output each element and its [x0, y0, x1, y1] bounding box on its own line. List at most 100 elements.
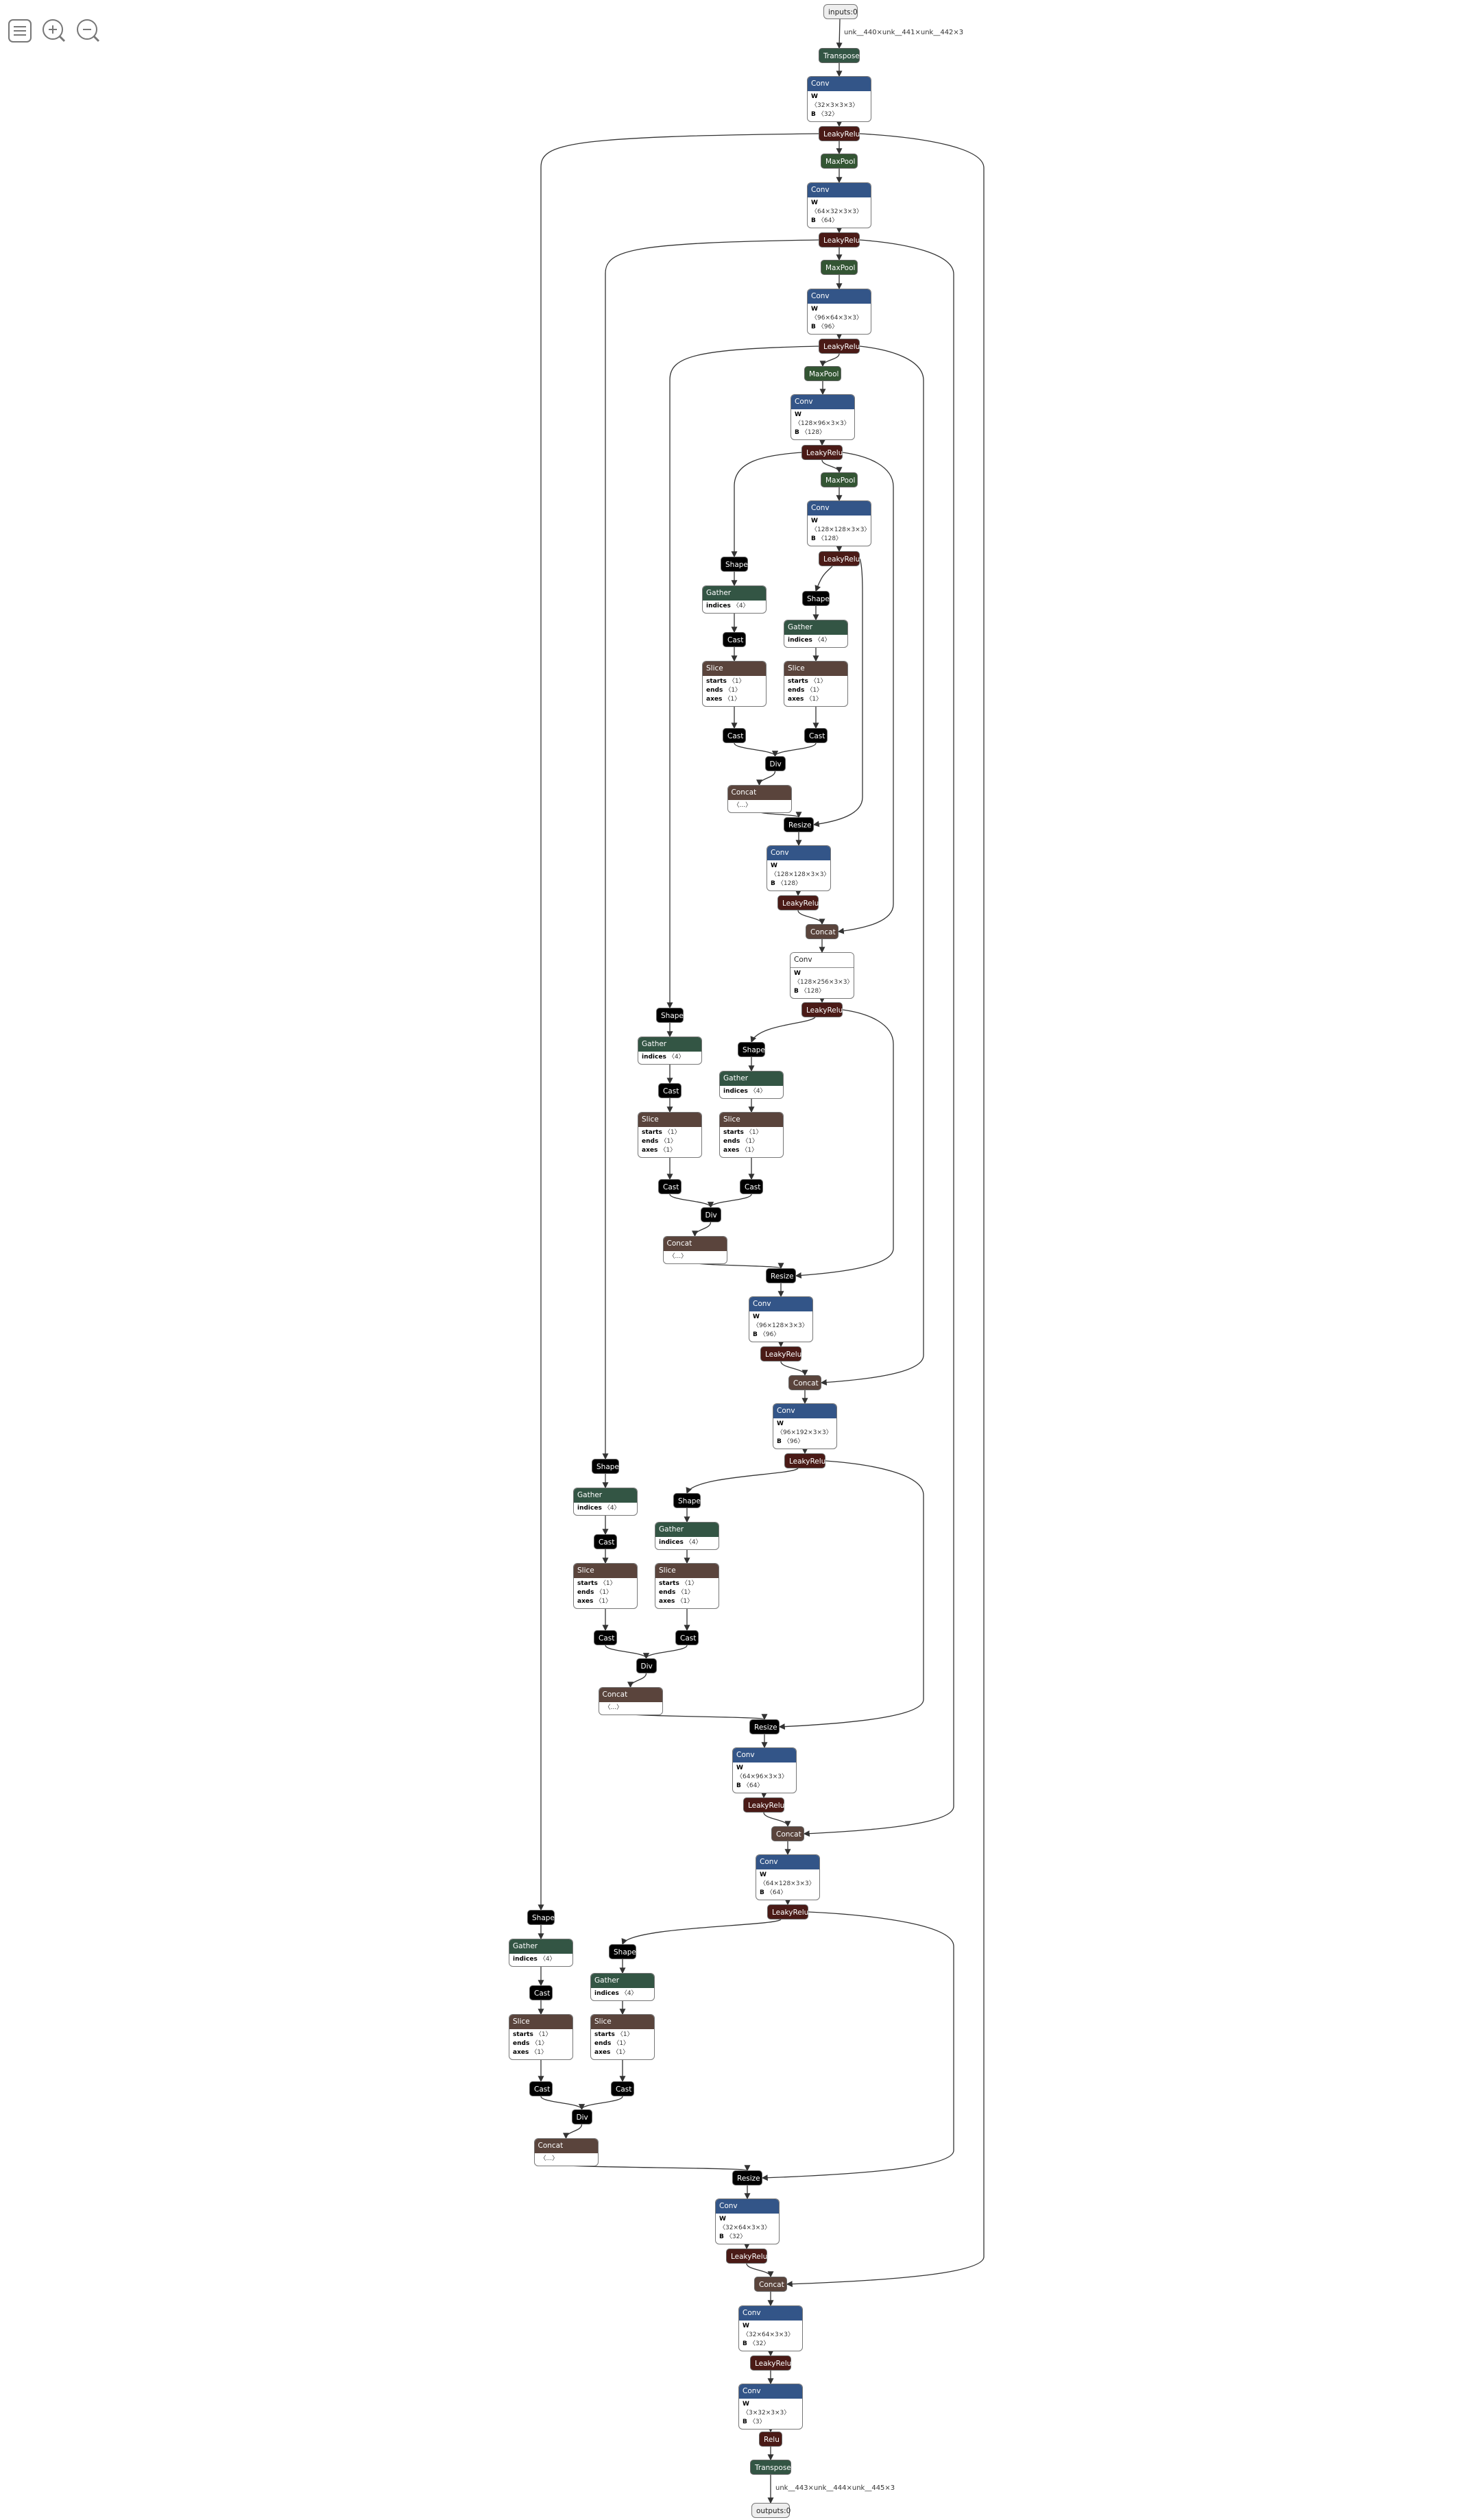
r2_div-node[interactable]: Div: [700, 1207, 721, 1222]
r4_concat-node[interactable]: Concat〈...〉: [533, 2138, 599, 2166]
lrelu11-node[interactable]: LeakyRelu: [767, 1904, 808, 1919]
output-shape-label: unk__443×unk__444×unk__445×3: [775, 2484, 895, 2492]
r1_shapeL-node[interactable]: Shape: [721, 557, 748, 572]
r3_div-node[interactable]: Div: [636, 1658, 657, 1673]
r2_cast2L-node[interactable]: Cast: [658, 1179, 681, 1194]
r1_shapeR-node[interactable]: Shape: [802, 591, 830, 606]
r3_shapeL-node[interactable]: Shape: [592, 1459, 619, 1474]
r4_resize-node[interactable]: Resize: [732, 2170, 762, 2185]
relu-node[interactable]: Relu: [759, 2432, 782, 2447]
r2_cast2R-node[interactable]: Cast: [740, 1179, 763, 1194]
r4_cast2L-node[interactable]: Cast: [529, 2081, 553, 2096]
lrelu13-node[interactable]: LeakyRelu: [750, 2355, 791, 2371]
transpose_in-node[interactable]: Transpose: [819, 48, 860, 63]
pool2-node[interactable]: MaxPool: [821, 260, 858, 275]
r3_concat-node[interactable]: Concat〈...〉: [598, 1687, 663, 1715]
r4_cast2R-node[interactable]: Cast: [611, 2081, 634, 2096]
r4_shapeL-node[interactable]: Shape: [527, 1910, 555, 1925]
pool4-node[interactable]: MaxPool: [821, 472, 858, 487]
r4_castL-node[interactable]: Cast: [529, 1985, 553, 2000]
input-node[interactable]: inputs:0: [823, 4, 858, 19]
lrelu1-node[interactable]: LeakyRelu: [819, 126, 860, 141]
lrelu7-node[interactable]: LeakyRelu: [801, 1002, 843, 1017]
menu-button[interactable]: [7, 18, 33, 44]
r3_cast2L-node[interactable]: Cast: [594, 1630, 617, 1645]
r3_shapeR-node[interactable]: Shape: [673, 1493, 701, 1508]
concat12-node[interactable]: Concat: [754, 2277, 787, 2292]
lrelu10-node[interactable]: LeakyRelu: [743, 1797, 784, 1813]
lrelu6-node[interactable]: LeakyRelu: [777, 895, 819, 910]
r3_castL-node[interactable]: Cast: [594, 1534, 617, 1549]
pool1-node[interactable]: MaxPool: [821, 154, 858, 169]
r1_cast2L-node[interactable]: Cast: [723, 728, 746, 743]
lrelu2-node[interactable]: LeakyRelu: [819, 232, 860, 247]
conv14-title: Conv: [739, 2384, 802, 2399]
lrelu5-node[interactable]: LeakyRelu: [819, 551, 860, 566]
r4_div-node[interactable]: Div: [571, 2109, 592, 2124]
r3_sliceL-attr-starts: starts〈1〉: [577, 1580, 616, 1587]
r1_cast2R-node[interactable]: Cast: [804, 728, 828, 743]
r3_resize-node[interactable]: Resize: [749, 1719, 780, 1734]
pool3-node[interactable]: MaxPool: [804, 366, 841, 381]
zoom-in-button[interactable]: [41, 18, 67, 44]
r2_castL-node[interactable]: Cast: [658, 1083, 681, 1098]
lrelu3-node[interactable]: LeakyRelu: [819, 339, 860, 354]
concat8-node[interactable]: Concat: [788, 1375, 821, 1390]
zoom-out-button[interactable]: [75, 18, 101, 44]
conv9-attributes: W〈96×192×3×3〉B〈96〉: [773, 1418, 836, 1449]
concat10-node[interactable]: Concat: [771, 1826, 804, 1841]
r4_shapeR-node[interactable]: Shape: [609, 1944, 636, 1959]
output-node[interactable]: outputs:0: [751, 2503, 791, 2518]
r2_resize-node[interactable]: Resize: [766, 1268, 796, 1283]
r2_sliceR-title: Slice: [720, 1113, 783, 1127]
conv2-attr-B: B〈64〉: [811, 217, 838, 224]
conv13-attributes: W〈32×64×3×3〉B〈32〉: [739, 2321, 802, 2351]
lrelu8-node[interactable]: LeakyRelu: [760, 1346, 801, 1361]
r1_concat-node[interactable]: Concat〈...〉: [727, 785, 792, 813]
r1_castL-node[interactable]: Cast: [723, 632, 746, 647]
r2_shapeR-node[interactable]: Shape: [738, 1042, 765, 1057]
conv11-title: Conv: [756, 1855, 819, 1869]
r1_resize-node[interactable]: Resize: [784, 817, 814, 832]
r2_concat-node[interactable]: Concat〈...〉: [662, 1236, 727, 1264]
conv8-attributes: W〈96×128×3×3〉B〈96〉: [749, 1311, 812, 1342]
lrelu9-node[interactable]: LeakyRelu: [784, 1453, 825, 1468]
lrelu4-node[interactable]: LeakyRelu: [801, 445, 843, 460]
transpose_out-node[interactable]: Transpose: [750, 2460, 791, 2475]
r3_cast2R-node[interactable]: Cast: [675, 1630, 699, 1645]
lrelu12-node[interactable]: LeakyRelu: [726, 2249, 767, 2264]
concat6-node[interactable]: Concat: [806, 924, 838, 939]
r2_shapeL-node[interactable]: Shape: [656, 1008, 684, 1023]
r1_div-node[interactable]: Div: [764, 756, 786, 771]
